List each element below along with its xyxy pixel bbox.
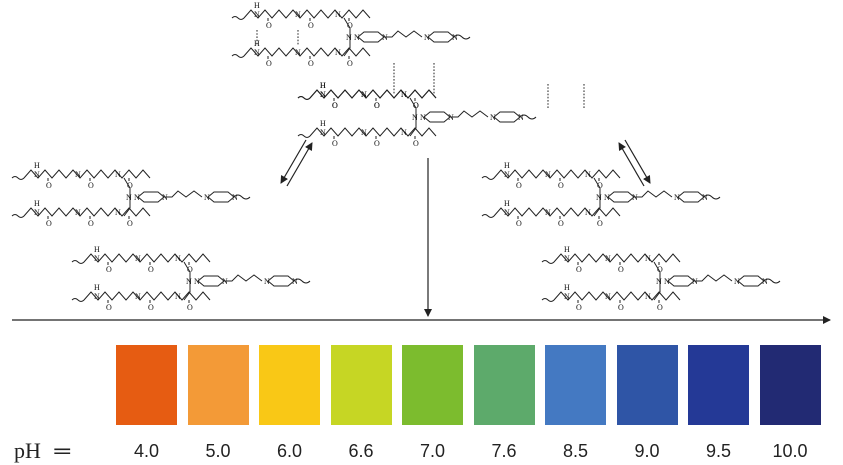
- ph-value-label: 7.6: [491, 441, 517, 461]
- ph-value-label: 4.0: [133, 441, 160, 461]
- equals-sign: ═: [54, 438, 70, 463]
- ph-value-label: 6.0: [276, 441, 303, 461]
- ph-label: pH ═: [14, 438, 70, 464]
- ph-swatch: [116, 345, 177, 425]
- ph-swatch: [259, 345, 320, 425]
- ph-label-text: pH: [14, 438, 41, 463]
- ph-swatch: [616, 345, 678, 425]
- equilibrium-arrow-right: [618, 139, 651, 187]
- ph-swatch: [330, 345, 392, 425]
- ph-value-label: 9.5: [705, 441, 732, 461]
- ph-swatch: [402, 345, 463, 425]
- equilibrium-arrow-left: [280, 139, 313, 187]
- ph-swatch: [473, 345, 535, 425]
- ph-swatch: [759, 345, 821, 425]
- ph-value-label: 7.0: [419, 441, 446, 461]
- ph-value-label: 10.0: [772, 441, 808, 461]
- ph-swatch: [187, 345, 249, 425]
- ph-color-scale: [116, 345, 821, 425]
- structure-right: [482, 161, 780, 312]
- structure-top: [232, 1, 585, 148]
- ph-value-label: 6.6: [348, 441, 374, 461]
- ph-swatch: [688, 345, 749, 425]
- ph-value-label: 9.0: [634, 441, 660, 461]
- ph-value-label: 5.0: [205, 441, 231, 461]
- ph-swatch: [545, 345, 606, 425]
- ph-value-label: 8.5: [562, 441, 589, 461]
- structure-left: [12, 161, 310, 312]
